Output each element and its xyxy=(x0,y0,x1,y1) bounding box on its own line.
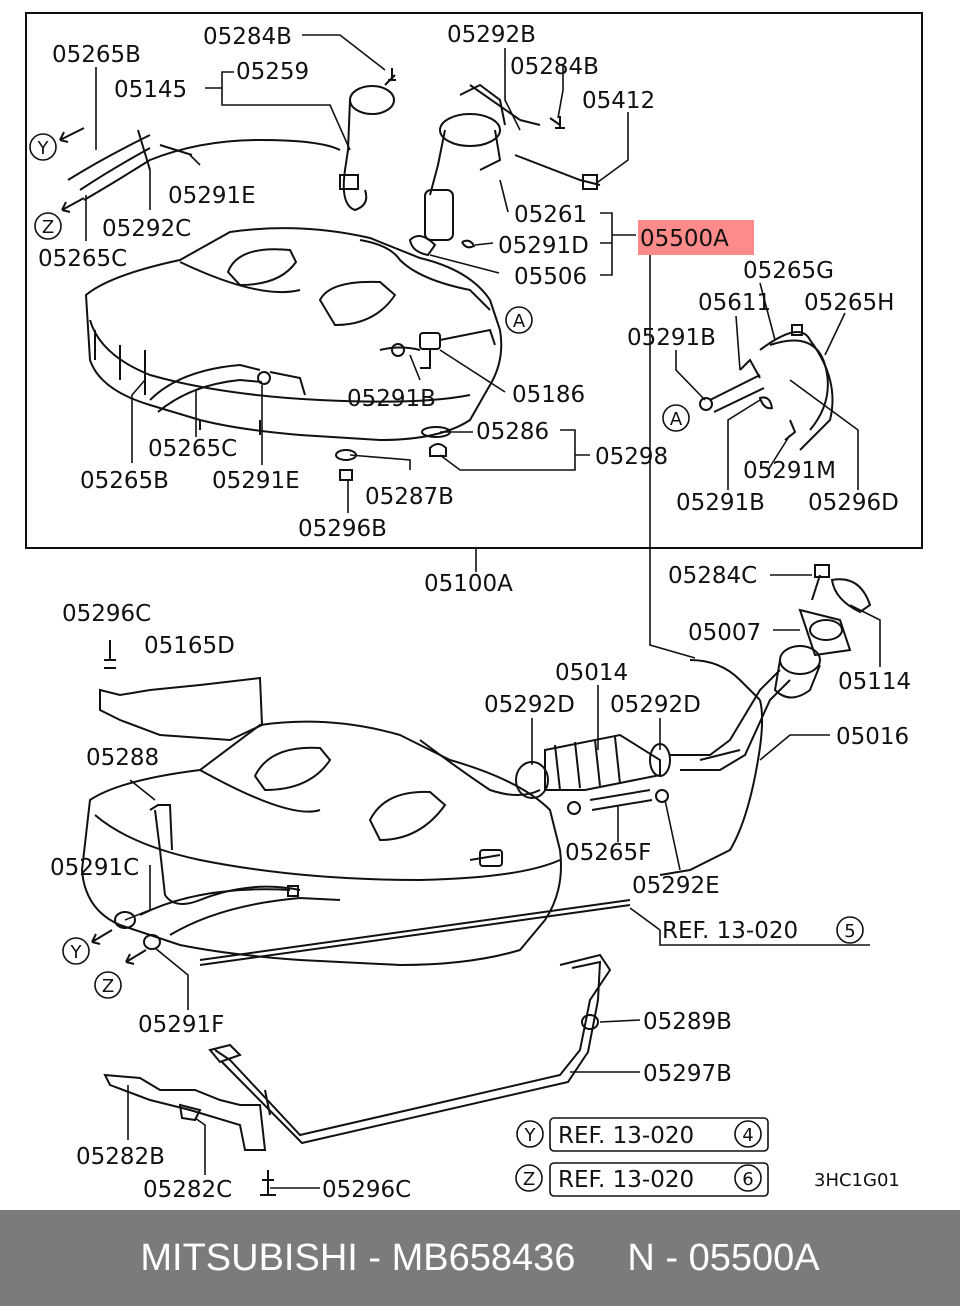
parts-diagram: Y Z A A Y Z Y Z 05265B 05284B 05292B 051… xyxy=(25,12,923,1203)
label-05284B-right: 05284B xyxy=(510,54,599,80)
label-05291M: 05291M xyxy=(743,458,836,484)
marker-Y-upper: Y xyxy=(37,138,50,159)
label-05291D: 05291D xyxy=(498,233,589,259)
leader-lines xyxy=(85,34,881,1189)
label-05016: 05016 xyxy=(836,724,909,750)
upper-hoses xyxy=(67,129,421,413)
ref-13-020-Y-num: 4 xyxy=(742,1125,753,1146)
label-05261: 05261 xyxy=(514,202,587,228)
flow-arrows xyxy=(59,127,147,965)
upper-fuel-tank xyxy=(84,227,503,442)
part-footer-bar: MITSUBISHI - MB658436 N - 05500A xyxy=(0,1210,960,1306)
label-05007: 05007 xyxy=(688,620,761,646)
label-05265B-top: 05265B xyxy=(52,42,141,68)
label-05292E: 05292E xyxy=(632,873,720,899)
label-05259: 05259 xyxy=(236,59,309,85)
label-05412: 05412 xyxy=(582,88,655,114)
bolts xyxy=(104,68,565,669)
label-05291B-right: 05291B xyxy=(627,325,716,351)
brackets xyxy=(103,1073,276,1196)
label-05265F: 05265F xyxy=(565,840,651,866)
label-05292B: 05292B xyxy=(447,22,536,48)
label-05287B: 05287B xyxy=(365,484,454,510)
label-05286: 05286 xyxy=(476,419,549,445)
ref-13-020-main-num: 5 xyxy=(844,921,855,942)
upper-assembly-frame xyxy=(25,12,923,549)
label-05265B-bottom: 05265B xyxy=(80,468,169,494)
label-05289B: 05289B xyxy=(643,1009,732,1035)
lower-fuel-tank xyxy=(80,720,562,967)
label-05296B: 05296B xyxy=(298,516,387,542)
label-05292D-left: 05292D xyxy=(484,692,575,718)
label-05288: 05288 xyxy=(86,745,159,771)
drawing-code: 3HC1G01 xyxy=(814,1170,900,1191)
label-05292C: 05292C xyxy=(102,216,191,242)
protector-05165D xyxy=(99,676,264,742)
label-05265C-top: 05265C xyxy=(38,246,127,272)
circle-markers xyxy=(29,133,864,1197)
tank-band xyxy=(208,953,612,1145)
marker-Y-lower: Y xyxy=(70,942,83,963)
lower-hoses xyxy=(114,804,631,966)
highlight-05500A xyxy=(638,220,754,255)
label-05292D-right: 05292D xyxy=(610,692,701,718)
label-05265C-bottom: 05265C xyxy=(148,436,237,462)
label-05291B-lower: 05291B xyxy=(676,490,765,516)
label-05297B: 05297B xyxy=(643,1061,732,1087)
marker-Y-ref: Y xyxy=(524,1125,537,1146)
label-05291B-tank: 05291B xyxy=(347,386,436,412)
label-05298: 05298 xyxy=(595,444,668,470)
label-05145: 05145 xyxy=(114,77,187,103)
marker-A-hose: A xyxy=(670,409,683,430)
filler-neck xyxy=(515,564,872,876)
label-05506: 05506 xyxy=(514,264,587,290)
label-05296C-bottom: 05296C xyxy=(322,1177,411,1203)
footer-brand-part-number: MITSUBISHI - MB658436 xyxy=(140,1236,576,1279)
marker-Z-upper: Z xyxy=(42,217,54,238)
label-05296C-top: 05296C xyxy=(62,601,151,627)
label-05500A: 05500A xyxy=(640,226,729,252)
label-05014: 05014 xyxy=(555,660,628,686)
footer-reference-number: N - 05500A xyxy=(627,1236,820,1279)
ref-13-020-Z-num: 6 xyxy=(742,1169,753,1190)
valve-05186 xyxy=(257,328,496,385)
marker-Z-ref: Z xyxy=(523,1169,535,1190)
label-05291C: 05291C xyxy=(50,855,139,881)
label-05100A: 05100A xyxy=(424,571,513,597)
marker-Z-lower: Z xyxy=(102,976,114,997)
fuel-pump-assembly xyxy=(339,74,601,257)
label-05284C: 05284C xyxy=(668,563,757,589)
label-05265H: 05265H xyxy=(804,290,894,316)
label-05296D: 05296D xyxy=(808,490,899,516)
label-05114: 05114 xyxy=(838,669,911,695)
label-05282C: 05282C xyxy=(143,1177,232,1203)
label-05291E-bottom: 05291E xyxy=(212,468,300,494)
label-05611: 05611 xyxy=(698,290,771,316)
label-05186: 05186 xyxy=(512,382,585,408)
label-05165D: 05165D xyxy=(144,633,235,659)
marker-A-tank: A xyxy=(513,311,526,332)
label-05282B: 05282B xyxy=(76,1144,165,1170)
label-05265G: 05265G xyxy=(743,258,834,284)
hose-05265F xyxy=(567,789,669,815)
label-05284B-left: 05284B xyxy=(203,24,292,50)
ref-13-020-Z: REF. 13-020 xyxy=(558,1167,694,1193)
label-05291E-top: 05291E xyxy=(168,183,256,209)
ref-13-020-Y: REF. 13-020 xyxy=(558,1123,694,1149)
label-05291F: 05291F xyxy=(138,1012,224,1038)
ref-13-020-main: REF. 13-020 xyxy=(662,918,798,944)
filler-hose-right xyxy=(699,324,834,451)
